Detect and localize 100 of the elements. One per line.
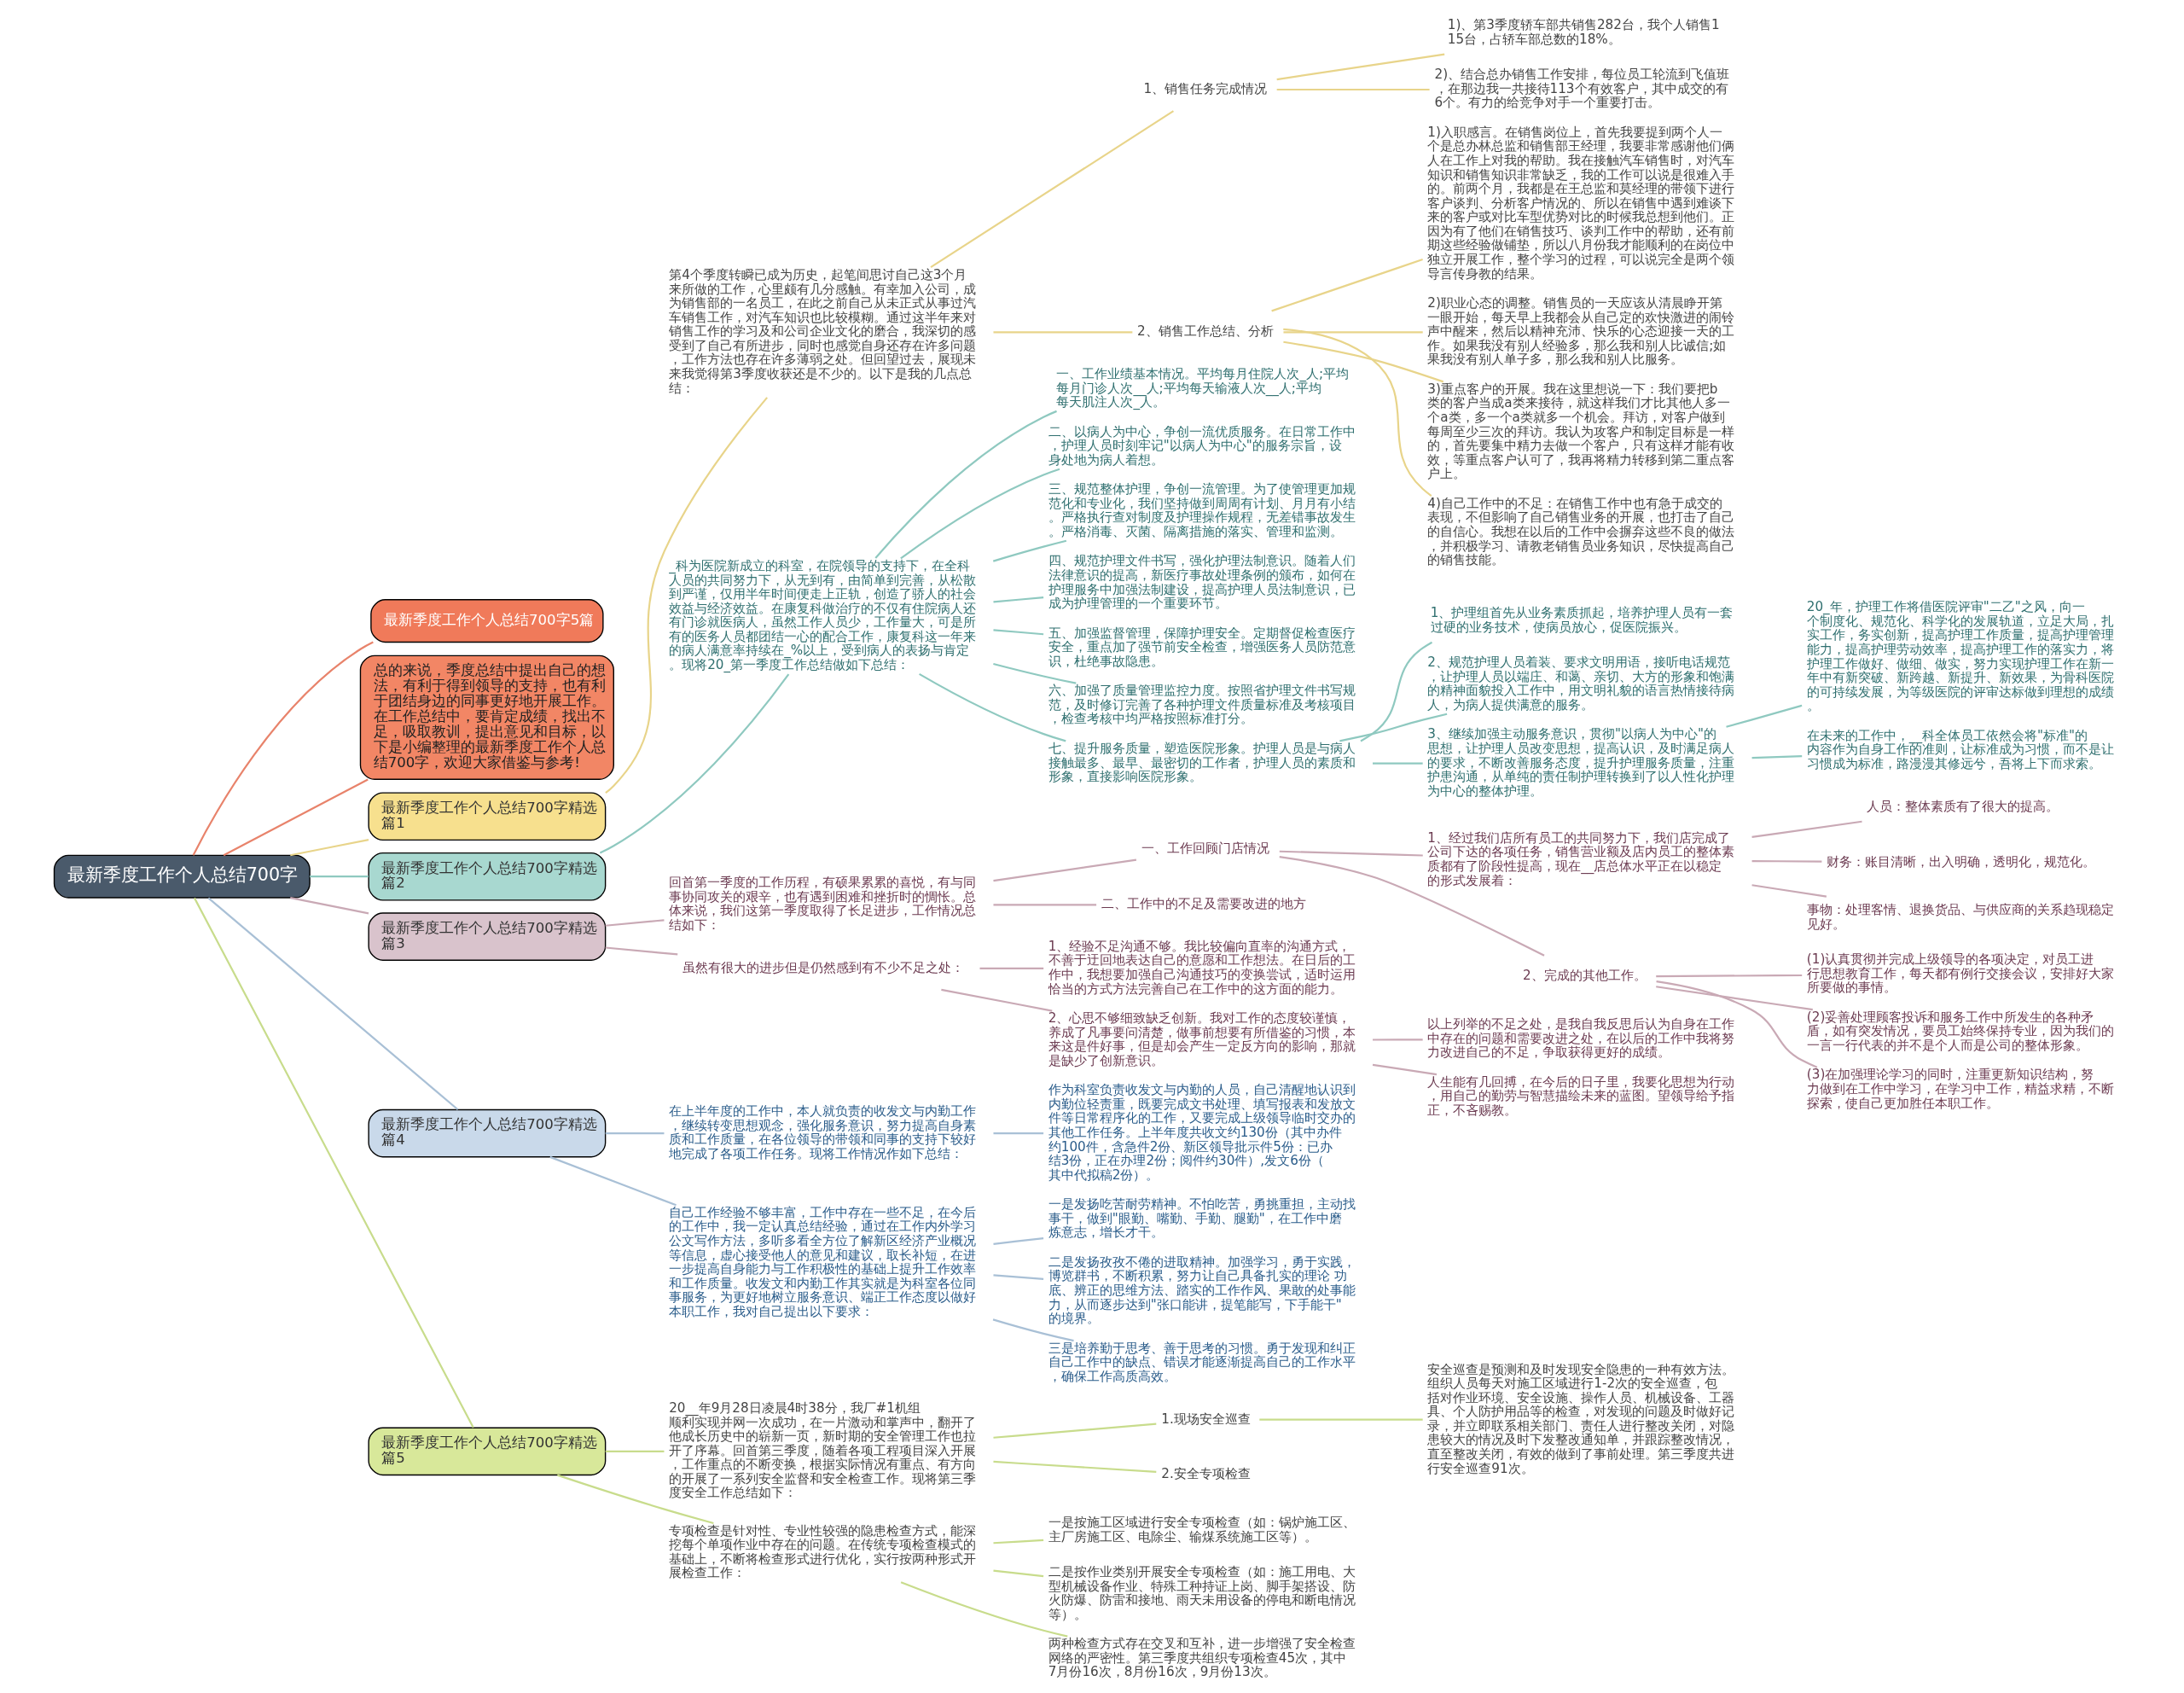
- connector: [992, 858, 1136, 882]
- node-text: 六、加强了质量管理监控力度。按照省护理文件书写规范，及时修订完善了各种护理文件质量标准及考核项目，检查考核中均严格按照标准打分。: [1048, 683, 1356, 727]
- connector: [1751, 859, 1821, 863]
- connector: [993, 904, 1096, 906]
- node-text: 在未来的工作中，__科全体员工依然会将"标准"的内容作为自身工作的准则，让标准成为习惯，而不是让习惯成为标准，路漫漫其修远兮，吾将上下而求索。: [1806, 727, 2114, 771]
- node-text: 2)职业心态的调整。销售员的一天应该从清晨睁开第一眼开始，每天早上我都会从自己定的欢快激进的闹铃声中醒来，然后以精神充沛、快乐的心态迎接一天的工作。如果我没有别人经验多，那么我和别人比诚信;如果我没有别人单子多，那么我和别人比服务。: [1426, 295, 1734, 368]
- node-text: 虽然有很大的进步但是仍然感到有不少不足之处：: [682, 959, 964, 975]
- connector: [918, 672, 1066, 742]
- node-text: 回首第一季度的工作历程，有硕果累累的喜悦，有与同事协同攻关的艰辛，也有遇到困难和挫折时的惆怅。总体来说，我们这第一季度取得了长足进步，工作情况总结如下：: [668, 875, 976, 934]
- connector: [900, 1581, 1067, 1638]
- connector: [992, 629, 1043, 636]
- node-text: 二是发扬孜孜不倦的进取精神。加强学习，勇于实践，博览群书，不断积累，努力让自己具备扎实的理论 功底、辨正的思维方法、踏实的工作作风、果敢的处事能力，从而逐步达到"张口能讲，提笔能写，下手能干"的境界。: [1048, 1254, 1356, 1327]
- node-text: 4)自己工作中的不足：在销售工作中也有急于成交的表现，不但影响了自己销售业务的开展，也打击了自己的自信心。我想在以后的工作中会摒弃这些不良的做法，并积极学习、请教老销售员业务知识，尽快提高自己的销售技能。: [1426, 495, 1734, 568]
- node-text: 1)、第3季度轿车部共销售282台，我个人销售115台，占轿车部总数的18%。: [1447, 17, 1720, 47]
- connector: [992, 539, 1066, 562]
- connector: [1339, 713, 1447, 742]
- connector: [1282, 328, 1432, 497]
- node-box: 最新季度工作个人总结700字精选篇3: [367, 912, 606, 961]
- connector: [992, 1539, 1043, 1545]
- connector: [1655, 974, 1802, 978]
- connector: [549, 1155, 677, 1207]
- connector: [1270, 259, 1423, 312]
- connector: [1655, 980, 1817, 1068]
- connector: [599, 673, 789, 854]
- connector: [992, 1274, 1043, 1280]
- node-text: 人员：整体素质有了很大的提高。: [1866, 798, 2059, 814]
- connector: [992, 662, 1076, 684]
- node-text: 3)重点客户的开展。我在这里想说一下：我们要把b类的客户当成a类来接待，就这样我们才比其他人多一个a类，多一个a类就多一个机会。拜访，对客户做到每周至少三次的拜访。我认为攻客户和制定目标是一样的，首先要集中精力去做一个客户，只有这样才能有收效，等重点客户认可了，我再将精力转移到第二重点客户上。: [1426, 381, 1734, 482]
- node-text: 事物：处理客情、退换货品、与供应商的关系趋现稳定见好。: [1806, 902, 2114, 932]
- node-text: 一是按施工区域进行安全专项检查（如：锅炉施工区、主厂房施工区、电除尘、输煤系统施工区等）。: [1048, 1515, 1356, 1545]
- node-text: 1)入职感言。在销售岗位上，首先我要提到两个人一个是总办林总监和销售部王经理，我要非常感谢他们俩人在工作上对我的帮助。我在接触汽车销售时，对汽车知识和销售知识非常缺乏，我的工作可以说是很难入手的。前两个月，我都是在王总监和莫经理的带领下进行客户谈判、分析客户情况的、所以在销售中遇到难谈下来的客户或对比车型优势对比的时候我总想到他们。正因为有了他们在销售技巧、谈判工作中的帮助，还有前期这些经验做铺垫，所以八月份我才能顺利的在岗位中独立开展工作，整个学习的过程，可以说完全是两个领导言传身教的结果。: [1426, 124, 1734, 282]
- connector: [992, 1422, 1156, 1439]
- connector: [223, 778, 369, 857]
- connector: [929, 110, 1174, 269]
- connector: [289, 897, 369, 915]
- connector: [605, 1450, 664, 1453]
- connector: [1282, 331, 1423, 334]
- connector: [1359, 641, 1432, 742]
- connector: [1279, 850, 1423, 857]
- node-text: 五、加强监督管理，保障护理安全。定期督促检查医疗安全，重点加了强节前安全检查，增强医务人员防范意识，杜绝事故隐患。: [1048, 625, 1356, 669]
- connector: [192, 641, 374, 856]
- node-box: 最新季度工作个人总结700字精选篇4: [367, 1108, 606, 1158]
- node-text: 财务：账目清晰，出入明确，透明化，规范化。: [1826, 853, 2095, 870]
- connector: [899, 468, 1060, 560]
- connector: [992, 596, 1043, 603]
- node-text: 1、销售任务完成情况: [1143, 80, 1267, 96]
- connector: [1372, 762, 1423, 765]
- connector: [993, 331, 1132, 334]
- node-text: 三是培养勤于思考、善于思考的习惯。勇于发现和纠正自己工作中的缺点、错误才能逐渐提高自己的工作水平，确保工作高质高效。: [1048, 1340, 1356, 1384]
- connector: [207, 897, 458, 1111]
- connector: [1279, 856, 1545, 957]
- node-text: 三、规范整体护理，争创一流管理。为了使管理更加规范化和专业化，我们坚持做到周周有计划、月月有小结。严格执行查对制度及护理操作规程，无差错事故发生。严格消毒、灭菌、隔离措施的落实、管理和监测。: [1048, 481, 1356, 539]
- connector: [309, 876, 369, 878]
- node-text: 1.现场安全巡查: [1160, 1411, 1251, 1427]
- connector: [992, 1236, 1043, 1245]
- connector: [992, 1460, 1156, 1473]
- connector: [993, 1132, 1043, 1135]
- connector: [193, 897, 474, 1428]
- connector: [1751, 754, 1802, 759]
- node-text: 四、规范护理文件书写，强化护理法制意识。随着人们法律意识的提高，新医疗事故处理条例的颁布，如何在护理服务中加强法制建设，提高护理人员法制意识，已成为护理管理的一个重要环节。: [1048, 553, 1356, 612]
- node-text: 1、经验不足沟通不够。我比较偏向直率的沟通方式，不善于迂回地表达自己的意愿和工作想法。在日后的工作中，我想要加强自己沟通技巧的变换尝试，适时运用恰当的方式方法完善自己在工作中的这方面的能力。: [1048, 938, 1356, 997]
- node-text: 二、以病人为中心，争创一流优质服务。在日常工作中，护理人员时刻牢记"以病人为中心"的服务宗旨，设身处地为病人着想。: [1048, 423, 1356, 468]
- node-text: 2、心思不够细致缺乏创新。我对工作的态度较谨慎，养成了凡事要问清楚，做事前想要有所借鉴的习惯，本来这是件好事，但是却会产生一定反方向的影响，那就是缺少了创新意识。: [1048, 1010, 1356, 1068]
- node-text: 3、继续加强主动服务意识，贯彻"以病人为中心"的思想，让护理人员改变思想，提高认识，及时满足病人的要求，不断改善服务态度，提升护理服务质量，注重护患沟通，从单纯的责任制护理转换到了以人性化护理为中心的整体护理。: [1426, 726, 1734, 799]
- connector: [1276, 53, 1444, 81]
- node-text: _科为医院新成立的科室，在院领导的支持下，在全科人员的共同努力下，从无到有，由简单到完善，从松散到严谨，仅用半年时间便走上正轨，创造了骄人的社会效益与经济效益。在康复科做治疗的不仅有住院病人还有门诊就医病人，虽然工作人员少，工作量大，可是所有的医务人员都团结一心的配合工作，康复科这一年来的病人满意率持续在_%以上，受到病人的表扬与肯定。现将20_第一季度工作总结做如下总结：: [668, 557, 976, 672]
- node-text: 二是按作业类别开展安全专项检查（如：施工用电、大型机械设备作业、特殊工种持证上岗、脚手架搭设、防火防爆、防雷和接地、雨天未用设备的停电和断电情况等）。: [1048, 1563, 1356, 1622]
- connector: [1282, 340, 1443, 383]
- node-text: 第4个季度转瞬已成为历史，起笔间思讨自己这3个月来所做的工作，心里颇有几分感触。有幸加入公司，成为销售部的一名员工，在此之前自己从未正式从事过汽车销售工作，对汽车知识也比较模糊。通过这半年来对销售工作的学习及和公司企业文化的磨合，我深切的感受到了自己有所进步，同时也感觉自身还存在许多问题，工作方法也存在许多薄弱之处。但回望过去，展现未来我觉得第3季度收获还是不少的。以下是我的几点总结：: [668, 266, 976, 396]
- node-text: 20__年9月28日凌晨4时38分，我厂#1机组顺利实现并网一次成功，在一片激动和掌声中，翻开了他成长历史中的崭新一页，新时期的安全管理工作也拉开了序幕。回首第三季度，随着各项工程项目深入开展，工作重点的不断变换，根据实际情况有重点、有方向的开展了一系列安全监督和安全检查工作。现将第三季度安全工作总结如下：: [668, 1400, 976, 1501]
- node-text: 人生能有几回搏，在今后的日子里，我要化思想为行动，用自己的勤劳与智慧描绘未来的蓝图。望领导给予指正，不吝赐教。: [1426, 1073, 1734, 1118]
- node-box: 最新季度工作个人总结700字精选篇5: [367, 1427, 606, 1476]
- node-text: 2.安全专项检查: [1160, 1466, 1251, 1482]
- node-text: 七、提升服务质量，塑造医院形象。护理人员是与病人接触最多、最早、最密切的工作者，护理人员的素质和形象，直接影响医院形象。: [1048, 740, 1356, 785]
- node-box: 最新季度工作个人总结700字精选篇1: [367, 792, 606, 841]
- node-text: 自己工作经验不够丰富，工作中存在一些不足，在今后的工作中，我一定认真总结经验，通过在工作内外学习公文写作方法，多听多看全方位了解新区经济产业概况等信息，虚心接受他人的意见和建议，取长补短，在进一步提高自身能力与工作积极性的基础上提升工作效率和工作质量。收发文和内勤工作其实就是为科室各位同事服务，为更好地树立服务意识、端正工作态度以做好本职工作，我对自己提出以下要求：: [668, 1204, 976, 1319]
- node-text: 在上半年度的工作中，本人就负责的收发文与内勤工作，继续转变思想观念，强化服务意识，努力提高自身素质和工作质量，在各位领导的带领和同事的支持下较好地完成了各项工作任务。现将工作情况作如下总结：: [668, 1103, 976, 1161]
- node-text: 两种检查方式存在交叉和互补，进一步增强了安全检查网络的严密性。第三季度共组织专项检查45次，其中7月份16次，8月份16次，9月份13次。: [1048, 1636, 1356, 1680]
- node-text: 2、销售工作总结、分析: [1136, 323, 1274, 340]
- connector: [289, 839, 369, 857]
- node-text: 以上列举的不足之处，是我自我反思后认为自身在工作中存在的问题和需要改进之处，在以后的工作中我将努力改进自己的不足，争取获得更好的成绩。: [1426, 1016, 1734, 1061]
- node-text: 专项检查是针对性、专业性较强的隐患检查方式，能深挖每个单项作业中存在的问题。在传统专项检查模式的基础上，不断将检查形式进行优化，实行按两种形式开展检查工作：: [668, 1522, 976, 1581]
- node-box: 最新季度工作个人总结700字: [53, 854, 311, 899]
- node-text: 2、规范护理人员着装、要求文明用语，接听电话规范，让护理人员以端庄、和蔼、亲切、大方的形象和饱满的精神面貌投入工作中，用文明礼貌的语言热情接待病人，为病人提供满意的服务。: [1426, 655, 1734, 713]
- connector: [1725, 704, 1802, 728]
- connector: [1751, 884, 1827, 898]
- connector: [979, 967, 1043, 969]
- node-text: 一是发扬吃苦耐劳精神。不怕吃苦，勇挑重担，主动找事干，做到"眼勤、嘴勤、手勤、腿勤"，在工作中磨炼意志，增长才干。: [1048, 1196, 1356, 1241]
- node-text: 1、护理组首先从业务素质抓起，培养护理人员有一套过硬的业务技术，使病员放心，促医院振兴。: [1430, 605, 1733, 635]
- connector: [605, 946, 677, 956]
- node-text: 2、完成的其他工作。: [1522, 968, 1647, 984]
- connector: [604, 397, 768, 794]
- connector: [1372, 1038, 1423, 1041]
- connector: [605, 1132, 664, 1135]
- node-text: 2)、结合总办销售工作安排，每位员工轮流到飞值班，在那边我一共接待113个有效客户，其中成交的有6个。有力的给竞争对手一个重要打击。: [1434, 67, 1729, 111]
- connector: [1751, 820, 1862, 838]
- node-text: 1、经过我们店所有员工的共同努力下，我们店完成了公司下达的各项任务，销售营业额及店内员工的整体素质都有了阶段性提高，现在__店总体水平正在以稳定的形式发展着：: [1426, 829, 1734, 888]
- node-text: 一、工作回顾门店情况: [1141, 841, 1269, 857]
- connector: [940, 988, 1052, 1012]
- node-text: 安全巡查是预测和及时发现安全隐患的一种有效方法。组织人员每天对施工区域进行1-2次的安全巡查，包括对作业环境、安全设施、操作人员、机械设备、工器具、个人防护用品等的检查，对发现的问题及时做好记录，并立即联系相关部门、责任人进行整改关闭，对隐患较大的情况及时下发整改通知单，并跟踪整改情况，直至整改关闭，有效的做到了事前处理。第三季度共进行安全巡查91次。: [1426, 1361, 1734, 1476]
